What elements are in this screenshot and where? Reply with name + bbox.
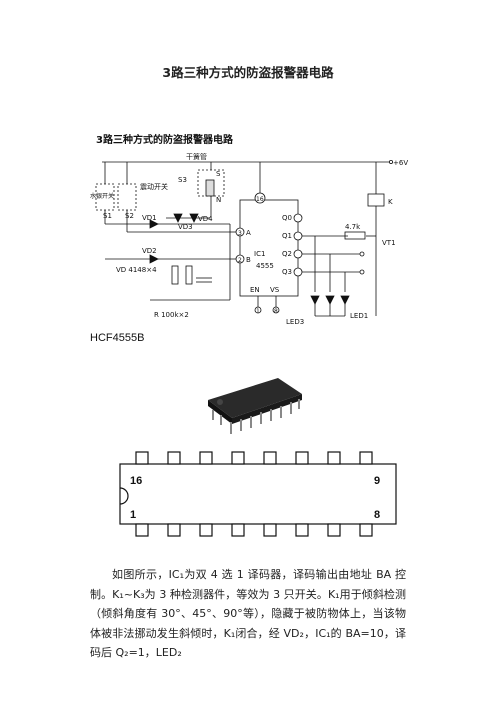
label-vd4: VD4	[198, 215, 213, 223]
pin-label-1: 1	[130, 509, 136, 521]
label-s3: S3	[178, 176, 187, 184]
label-b: B	[246, 256, 251, 264]
pin-16: 16	[256, 196, 264, 203]
label-vcc: +6V	[393, 159, 408, 167]
label-vss: VS	[270, 286, 280, 294]
label-q1: Q1	[282, 232, 292, 240]
pin-3: 3	[238, 230, 242, 237]
label-ic1: IC1	[254, 250, 265, 258]
pin-label-16: 16	[130, 475, 142, 487]
label-vd-type: VD 4148×4	[116, 266, 157, 274]
pin-8: 8	[274, 308, 278, 315]
chip-image	[208, 378, 302, 434]
label-s: S	[216, 170, 221, 178]
label-s1: S1	[103, 212, 112, 220]
label-vt1: VT1	[382, 239, 396, 247]
label-ic-num: 4555	[256, 262, 274, 270]
description-paragraph: 如图所示，IC₁为双 4 选 1 译码器，译码输出由地址 BA 控制。K₁~K₃…	[90, 565, 406, 663]
label-k: K	[388, 198, 393, 206]
label-vd3: VD3	[178, 223, 193, 231]
pinout-diagram: 16 9 1 8	[119, 451, 397, 537]
label-s2: S2	[125, 212, 134, 220]
pin-1: 1	[256, 308, 260, 315]
label-a: A	[246, 229, 251, 237]
label-vibration: 震动开关	[140, 182, 168, 191]
label-q0: Q0	[282, 214, 292, 222]
label-q3: Q3	[282, 268, 292, 276]
circuit-diagram: 3路三种方式的防盗报警器电路 干簧管 震动开关 水银开关 +6V S3 S N …	[90, 133, 408, 326]
document-title: 3路三种方式的防盗报警器电路	[162, 65, 334, 80]
label-r: 4.7k	[345, 223, 361, 231]
pin-label-9: 9	[374, 475, 380, 487]
label-led1: LED1	[350, 312, 368, 320]
circuit-heading: 3路三种方式的防盗报警器电路	[96, 133, 234, 146]
chip-name: HCF4555B	[90, 332, 145, 344]
label-r-value: R 100k×2	[154, 311, 189, 319]
label-vd1: VD1	[142, 214, 157, 222]
paragraph-text: 如图所示，IC₁为双 4 选 1 译码器，译码输出由地址 BA 控制。K₁~K₃…	[90, 568, 406, 659]
pin-label-8: 8	[374, 509, 380, 521]
label-q2: Q2	[282, 250, 292, 258]
label-tilt: 水银开关	[90, 192, 114, 200]
label-en: EN	[250, 286, 260, 294]
label-led3: LED3	[286, 318, 304, 326]
pin-2: 2	[238, 257, 242, 264]
label-reed: 干簧管	[186, 152, 207, 161]
label-vd2: VD2	[142, 247, 157, 255]
label-n: N	[216, 196, 221, 204]
